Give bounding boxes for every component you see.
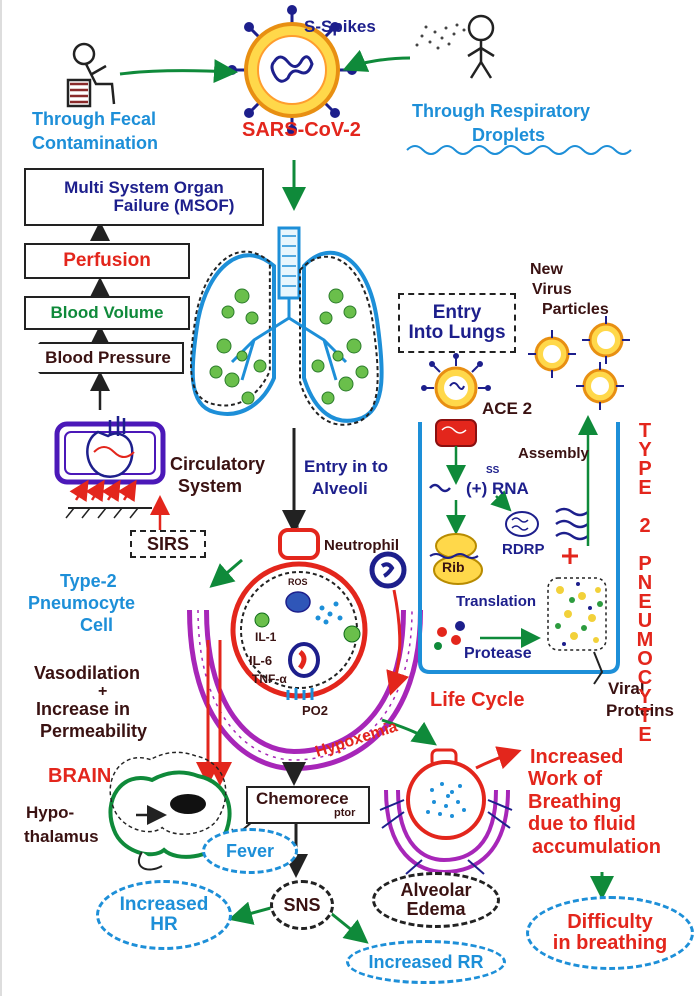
msof-label-1: Multi System Organ [64, 178, 224, 198]
droplets-icon [415, 23, 466, 50]
blood-pressure-box: Blood Pressure [24, 342, 184, 374]
msof-label-2: Failure (MSOF) [113, 196, 235, 215]
rna-label: (+) RNA [466, 479, 529, 498]
fever-cloud: Fever [202, 828, 298, 874]
entry-lungs-label-1: Entry [432, 302, 482, 324]
type2-pneumocyte-vertical-label: TYPE 2 PNEUMOCYTE [634, 420, 656, 743]
rdrp-label: RDRP [502, 541, 545, 558]
person-sneezing-icon [467, 14, 495, 79]
perfusion-label: Perfusion [63, 250, 151, 272]
fever-label: Fever [225, 840, 275, 861]
type2-cell-label-2: Pneumocyte [28, 593, 136, 613]
viral-proteins-icon [547, 577, 607, 651]
ros-label: ROS [288, 577, 308, 587]
increased-rr-cloud: Increased RR [346, 940, 506, 984]
entry-alveoli-label-1: Entry in to [304, 457, 389, 476]
entry-lungs-box: Entry Into Lungs [398, 293, 516, 353]
wob-label-3: Breathing [528, 790, 622, 813]
circulatory-label-1: Circulatory [170, 454, 266, 474]
protease-label: Protease [464, 645, 532, 662]
difficulty-breathing-cloud: Difficulty in breathing [526, 896, 694, 970]
chemoreceptor-label-2: ptor [334, 807, 356, 820]
brain-label: BRAIN [48, 765, 112, 787]
lungs-icon [190, 226, 384, 426]
alveolar-edema-cloud: Alveolar Edema [372, 872, 500, 928]
sns-label: SNS [283, 894, 321, 915]
translation-label: Translation [456, 593, 537, 610]
il1-label: IL-1 [255, 630, 277, 644]
heart-icon [54, 416, 166, 519]
vasodilation-label-4: Permeability [40, 721, 148, 741]
spikes-label: S-Spikes [304, 17, 376, 36]
blood-pressure-label: Blood Pressure [45, 348, 171, 368]
vasodilation-label-2: + [98, 683, 108, 700]
life-cycle-label: Life Cycle [430, 689, 525, 711]
chemoreceptor-box: Chemorece ptor [246, 786, 370, 824]
new-virus-particles-icon [528, 316, 630, 410]
rdrp-icon [505, 511, 539, 537]
ribosome-icon [429, 533, 483, 585]
wob-label-2: Work of [528, 768, 603, 791]
new-virus-label-3: Particles [542, 301, 609, 318]
edema-label-1: Alveolar [400, 880, 472, 901]
sirs-box: SIRS [130, 530, 206, 558]
work-of-breathing-label: Increased Work of Breathing due to fluid… [528, 746, 661, 858]
difficulty-label-1: Difficulty [567, 911, 653, 933]
virus-particle-icon [421, 353, 491, 410]
viral-proteins-label-2: Proteins [606, 701, 675, 720]
msof-box: Multi System Organ Failure (MSOF) [24, 168, 264, 226]
increased-hr-cloud: Increased HR [96, 880, 232, 950]
circulatory-label-2: System [178, 476, 243, 496]
difficulty-label-2: in breathing [552, 932, 668, 954]
po2-label: PO2 [302, 703, 329, 718]
rib-label: Rib [442, 559, 465, 575]
neutrophil-label: Neutrophil [324, 537, 399, 554]
blood-volume-label: Blood Volume [50, 303, 164, 323]
sirs-label: SIRS [146, 533, 189, 554]
sns-cloud: SNS [270, 880, 334, 930]
viral-proteins-label-1: Viral [608, 679, 645, 698]
ace2-label: ACE 2 [482, 399, 533, 418]
edema-alveolus-icon [379, 748, 513, 875]
hr-label-2: HR [150, 914, 178, 935]
fecal-label-1: Through Fecal [32, 109, 157, 129]
blood-volume-box: Blood Volume [24, 296, 190, 330]
edema-label-2: Edema [406, 899, 466, 919]
hypothalamus-label-1: Hypo- [26, 803, 75, 822]
brain-icon [108, 751, 232, 871]
respiratory-label-1: Through Respiratory [412, 101, 591, 121]
rr-label: Increased RR [368, 951, 484, 972]
tnf-label: TNF-α [252, 672, 287, 686]
fecal-label-2: Contamination [32, 133, 158, 153]
respiratory-label-2: Droplets [472, 125, 546, 145]
hr-label-1: Increased [119, 894, 209, 916]
assembly-label: Assembly [518, 445, 589, 462]
new-virus-label-1: New [530, 261, 563, 278]
type2-cell-label-1: Type-2 [60, 571, 117, 591]
new-virus-label-2: Virus [532, 281, 572, 298]
wob-label-5: accumulation [532, 835, 661, 858]
virus-label: SARS-CoV-2 [242, 119, 361, 141]
ss-label: SS [486, 465, 500, 476]
chemoreceptor-label-1: Chemorece [256, 789, 349, 809]
entry-alveoli-label-2: Alveoli [312, 479, 368, 498]
wob-label-1: Increased [530, 746, 624, 768]
vasodilation-label-3: Increase in [36, 699, 131, 719]
neutrophil-icon [369, 551, 407, 589]
il6-label: IL-6 [249, 653, 273, 668]
hypothalamus-label-2: thalamus [24, 827, 99, 846]
person-on-toilet-icon [66, 42, 116, 108]
perfusion-box: Perfusion [24, 243, 190, 279]
type2-cell-label-3: Cell [80, 615, 114, 635]
ace2-receptor-icon [435, 419, 477, 447]
vasodilation-label-1: Vasodilation [34, 663, 141, 683]
entry-lungs-label-2: Into Lungs [408, 322, 506, 343]
wob-label-4: due to fluid [528, 813, 636, 836]
